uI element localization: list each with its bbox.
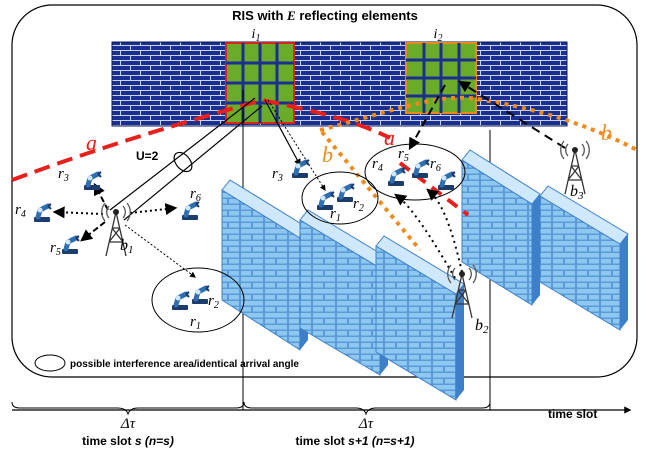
tower-b2	[447, 264, 477, 319]
scenario-frame	[11, 4, 638, 378]
b2-to-r6	[426, 188, 463, 273]
robot-label-r3: r3	[58, 166, 69, 184]
tower-b1	[101, 202, 131, 257]
beam-b1-ris-2	[123, 105, 263, 221]
brace-slot-s	[11, 401, 245, 416]
ris-element-label-i1: i1	[252, 27, 261, 44]
bs-label-b3: b3	[570, 183, 584, 202]
diagram-title: RIS with E reflecting elements	[232, 8, 418, 23]
ris-panel	[111, 41, 568, 127]
link-b-label-left: b	[322, 142, 333, 167]
beam-b1-ris-1	[109, 97, 256, 211]
slot-s-label: time slot s (n=s)	[82, 434, 174, 448]
link-b-drop	[320, 130, 422, 252]
bs-label-b2: b2	[475, 317, 489, 336]
robot-label-r3-slot-s1: r3	[272, 166, 283, 184]
beam-ellipse	[173, 151, 193, 173]
robot-label-r1-slot-s1: r1	[330, 206, 341, 224]
tower-b3	[560, 140, 590, 195]
obstacle-wall-3	[375, 235, 465, 401]
robot-r2-slot-s	[192, 285, 210, 304]
b1-to-r5	[80, 221, 106, 242]
robot-label-r2-slot-s1: r2	[353, 196, 364, 214]
link-b-path	[319, 95, 638, 152]
robot-r5	[62, 235, 80, 254]
robot-r6-slot-s1	[438, 171, 456, 190]
robot-label-r5-slot-s1: r5	[398, 146, 409, 164]
obstacle-wall-1	[221, 179, 309, 351]
ris-element-label-i2: i2	[434, 27, 443, 44]
link-a-label-left: a	[86, 130, 97, 155]
robot-label-r6: r6	[190, 186, 201, 204]
robot-r1-slot-s1	[317, 191, 335, 210]
interference-area-r1r2-slot-s	[151, 267, 245, 333]
obstacle-wall-5	[539, 185, 629, 331]
robot-label-r4: r4	[15, 202, 26, 220]
robot-r1-slot-s	[172, 291, 190, 310]
b1-to-r4	[52, 206, 104, 219]
delta-tau-slot-s1: Δτ	[358, 416, 374, 432]
robot-r3	[84, 171, 102, 190]
interference-area-r1r2-slot-s1	[301, 171, 379, 225]
robot-label-r4-slot-s1: r4	[372, 156, 383, 174]
robot-r3-slot-s1	[292, 159, 310, 178]
brace-slot-s1	[243, 401, 491, 416]
reflect-i1-r1	[267, 99, 326, 192]
robot-label-r1-slot-s: r1	[190, 314, 201, 332]
b3-to-i2	[457, 80, 566, 149]
delta-tau-slot-s: Δτ	[120, 416, 136, 432]
robot-r2-slot-s1	[337, 183, 355, 202]
robot-r4-slot-s1	[388, 167, 406, 186]
link-b-label-right: b	[601, 120, 612, 145]
interference-area-r4r5r6	[364, 143, 466, 201]
b1-to-r1r2	[124, 224, 196, 278]
ris-element-i1: i1	[225, 27, 295, 124]
legend-ellipse	[34, 354, 66, 372]
robot-label-r6-slot-s1: r6	[430, 156, 441, 174]
robot-r6	[182, 201, 200, 220]
robot-label-r2-slot-s: r2	[208, 293, 219, 311]
time-axis-label: time slot	[548, 407, 597, 421]
robot-r5-slot-s1	[412, 159, 430, 178]
link-a-label-right: a	[384, 125, 395, 150]
obstacle-wall-4	[461, 149, 541, 306]
slot-s1-label: time slot s+1 (n=s+1)	[295, 434, 414, 448]
obstacle-wall-2	[299, 209, 389, 376]
ris-element-i2: i2	[405, 27, 477, 114]
robot-label-r5: r5	[50, 240, 61, 258]
legend-text: possible interference area/identical arr…	[70, 359, 299, 370]
bs-label-b1: b1	[120, 237, 134, 256]
reflect-i1-r3	[264, 99, 301, 167]
beam-count-label: U=2	[136, 149, 159, 163]
robot-r4	[34, 203, 52, 222]
